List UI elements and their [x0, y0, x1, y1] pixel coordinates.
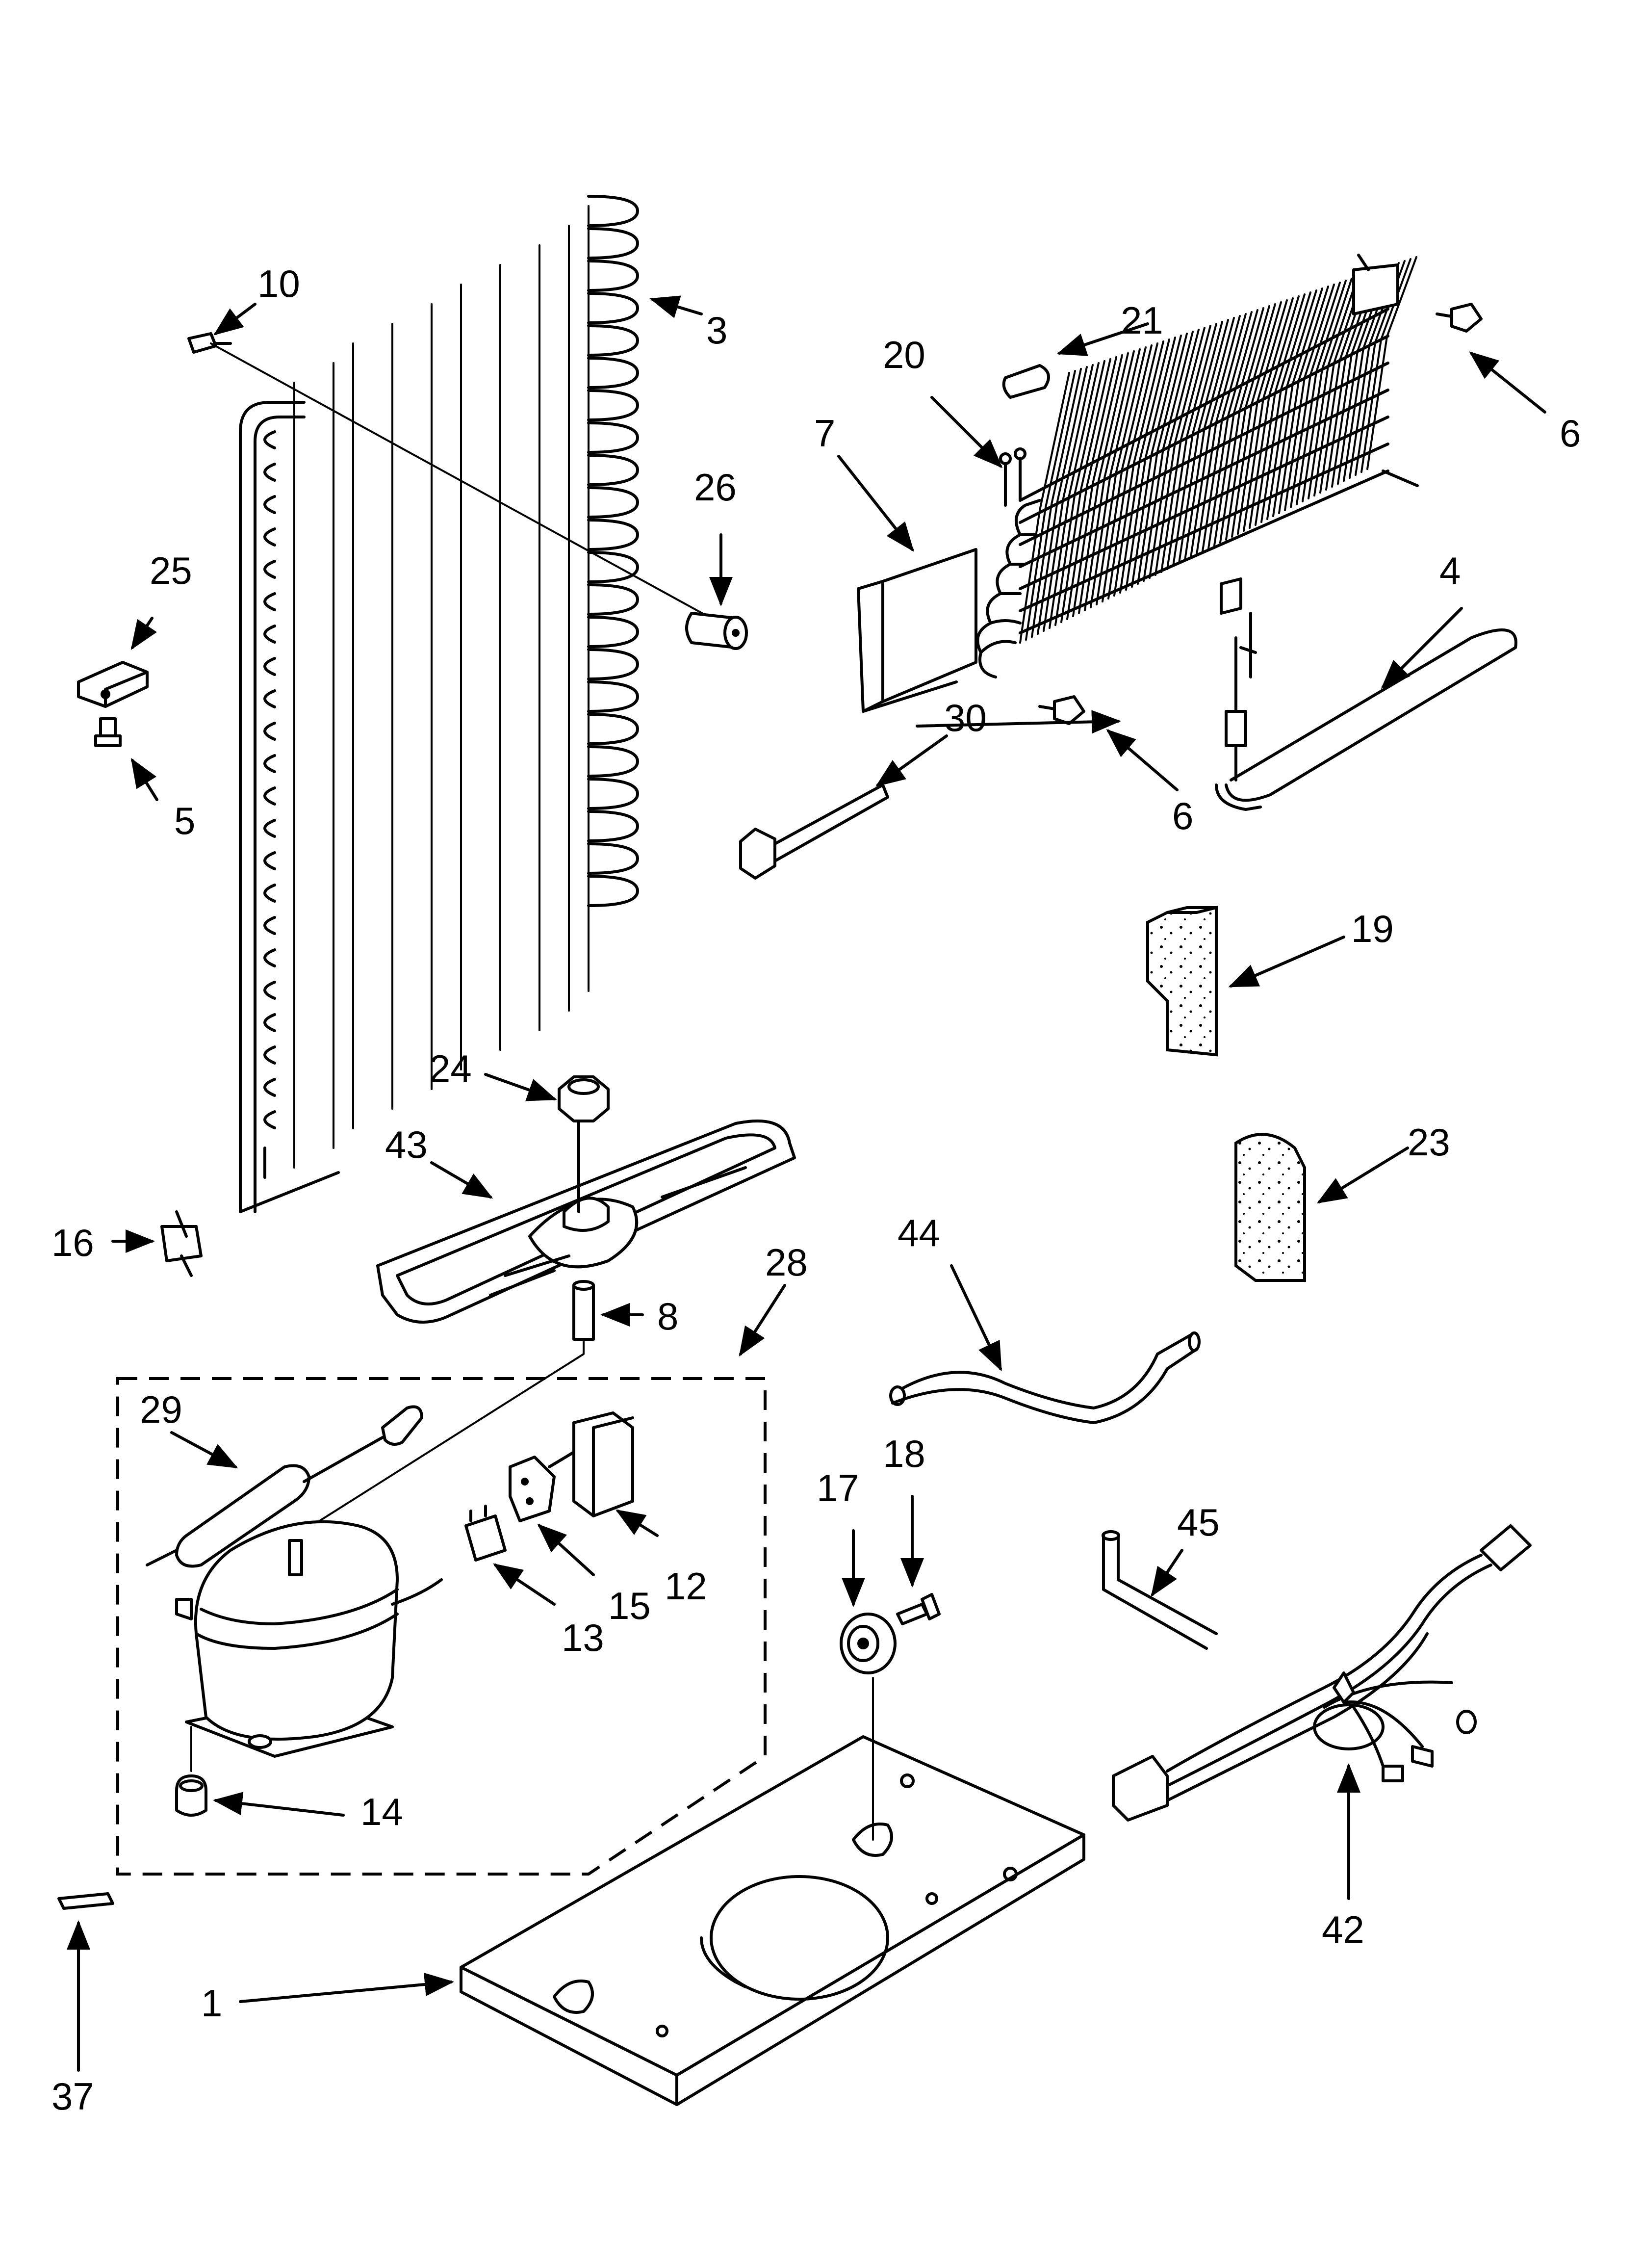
label-15: 15: [608, 1584, 651, 1627]
label-12: 12: [665, 1564, 707, 1608]
roller-17: [840, 1613, 897, 1841]
bracket-25: [77, 661, 149, 708]
label-18: 18: [883, 1432, 925, 1475]
label-3: 3: [706, 309, 727, 352]
foam-block-19: [1146, 906, 1218, 1057]
wiring-harness-42: [1112, 1524, 1532, 1822]
part-37: [57, 1892, 114, 1910]
spacer-26: [685, 612, 748, 650]
label-44: 44: [898, 1211, 940, 1254]
part-labels: 10 3 26 25 5 6 21 20 7 6 4 30 19 23 24 4…: [51, 262, 1581, 2118]
label-26: 26: [694, 466, 737, 509]
drain-pan-43: [376, 1112, 796, 1324]
base-pan-1: [460, 1735, 1085, 2106]
screw-5: [94, 717, 122, 747]
label-16: 16: [51, 1221, 94, 1264]
screw-18: [896, 1593, 941, 1625]
label-6-lower: 6: [1172, 794, 1193, 837]
hose-45: [1102, 1530, 1218, 1650]
relay-15: [509, 1456, 556, 1522]
clip-16: [160, 1210, 203, 1277]
defrost-heater-4: [1215, 577, 1517, 811]
label-20: 20: [883, 333, 925, 376]
screw-6-top: [1436, 303, 1483, 333]
cable-tie-30: [739, 783, 889, 880]
label-42: 42: [1322, 1908, 1364, 1951]
foam-block-23: [1234, 1133, 1306, 1282]
label-21: 21: [1121, 299, 1163, 342]
label-28: 28: [765, 1241, 808, 1284]
label-19: 19: [1351, 907, 1394, 950]
label-37: 37: [51, 2075, 94, 2118]
condenser: [239, 195, 639, 1213]
label-10: 10: [257, 262, 300, 305]
nut-24: [558, 1075, 610, 1122]
compressor-kit-28-boundary: [116, 1377, 767, 1876]
tube-8: [303, 1280, 595, 1532]
label-30: 30: [944, 696, 987, 739]
evaporator: [857, 254, 1419, 713]
callout-arrows: [67, 295, 1546, 2072]
label-43: 43: [385, 1123, 428, 1166]
label-5: 5: [174, 799, 195, 842]
screw-6-lower: [1038, 695, 1085, 725]
overload-13: [464, 1505, 507, 1562]
label-13: 13: [562, 1616, 604, 1659]
label-25: 25: [150, 549, 192, 592]
label-6-top: 6: [1560, 412, 1581, 455]
label-7: 7: [814, 412, 835, 455]
label-45: 45: [1177, 1501, 1220, 1544]
label-29: 29: [140, 1388, 182, 1431]
label-1: 1: [201, 1981, 222, 2025]
label-17: 17: [817, 1466, 859, 1510]
label-14: 14: [360, 1790, 403, 1833]
label-4: 4: [1439, 549, 1461, 592]
label-24: 24: [429, 1047, 472, 1090]
drier-29: [146, 1405, 423, 1568]
screw-10: [187, 332, 712, 619]
label-23: 23: [1408, 1121, 1450, 1164]
hose-44: [889, 1331, 1201, 1424]
relay-cover-12: [548, 1411, 634, 1517]
compressor: [175, 1520, 443, 1772]
grommet-14: [175, 1774, 207, 1817]
label-8: 8: [657, 1295, 678, 1338]
